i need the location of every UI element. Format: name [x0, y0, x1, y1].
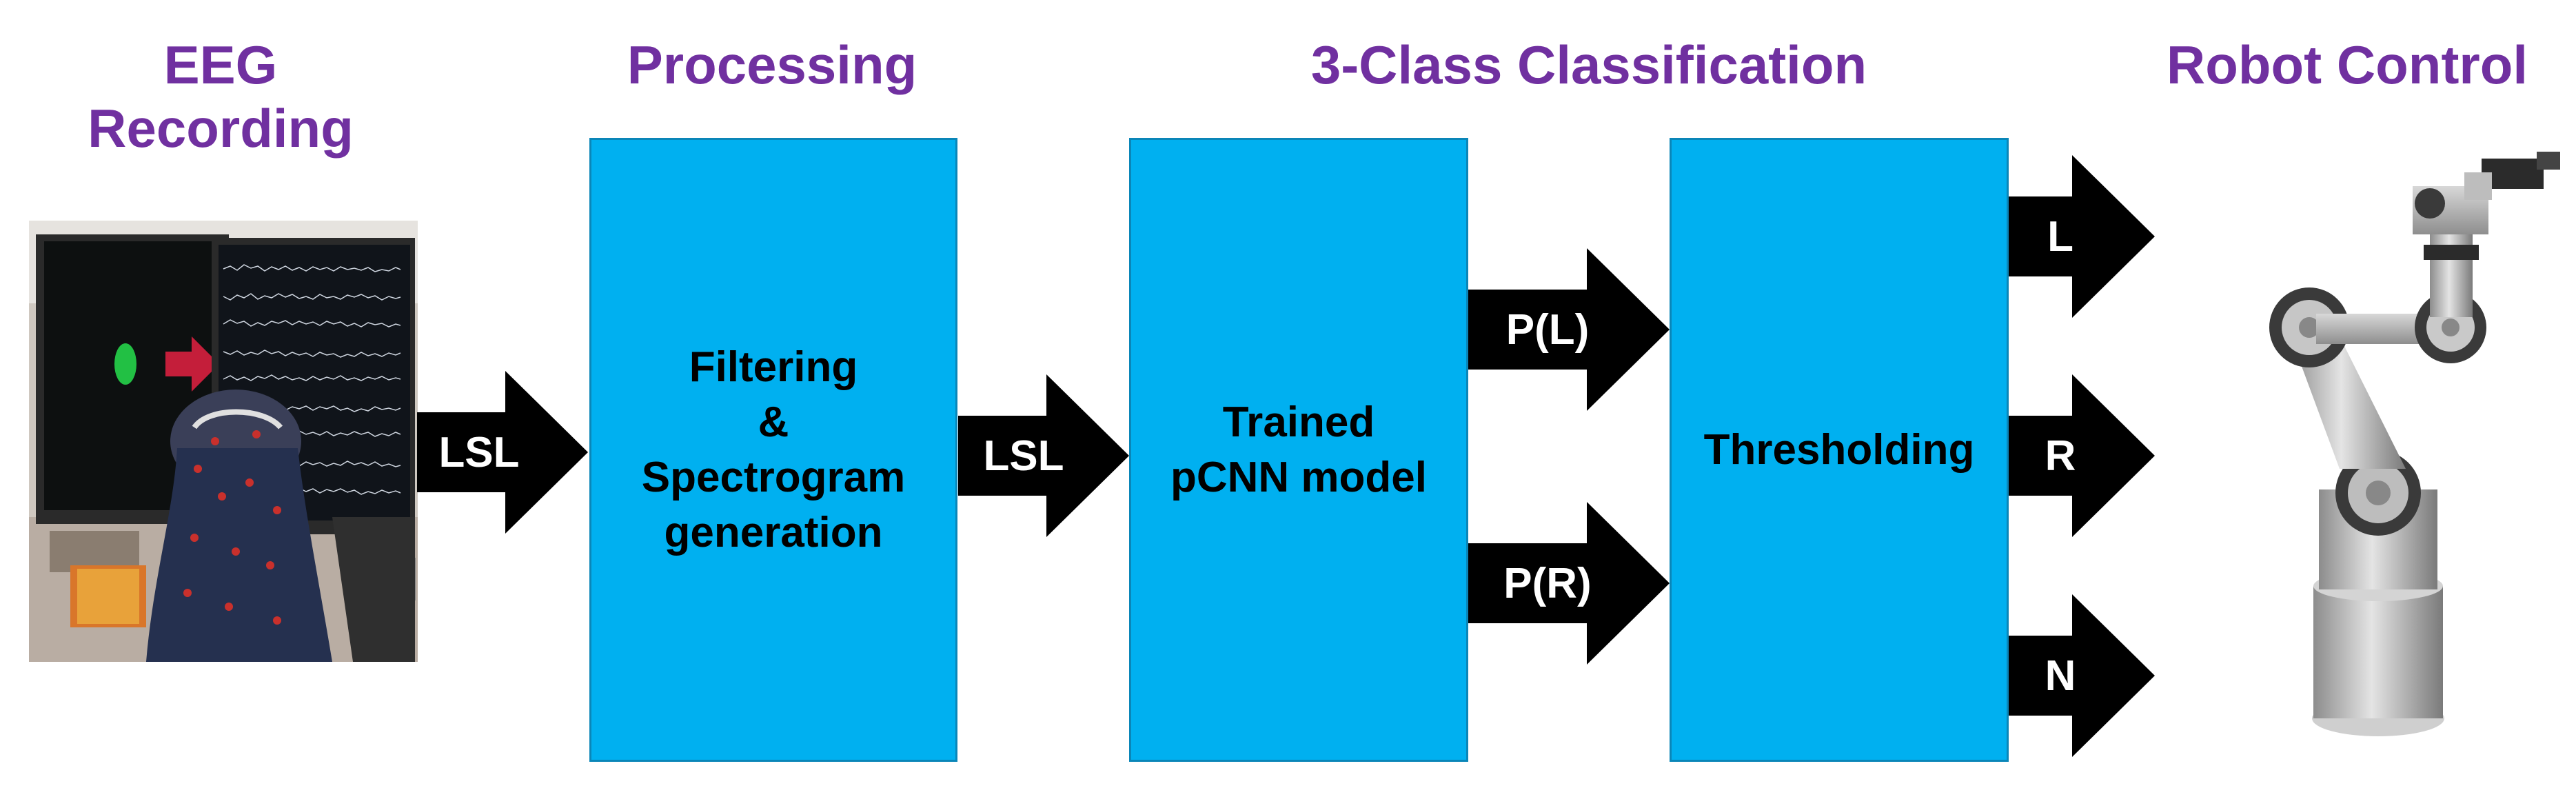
arrow-output-none-label: N: [2045, 651, 2076, 700]
arrow-output-right: R: [2009, 374, 2155, 537]
model-line-1: Trained: [1222, 398, 1375, 446]
arrow-p-left-label: P(L): [1505, 305, 1590, 354]
arrow-lsl-2: LSL: [958, 374, 1129, 537]
model-line-2: pCNN model: [1170, 453, 1427, 501]
arrow-p-right: P(R): [1468, 502, 1670, 665]
processing-line-4: generation: [664, 508, 883, 556]
arrow-output-right-label: R: [2045, 432, 2076, 480]
eeg-recording-photo: [29, 221, 418, 662]
processing-line-3: Spectrogram: [641, 453, 906, 501]
trained-model-box: Trained pCNN model: [1129, 138, 1468, 762]
heading-eeg-line-1: EEG: [163, 34, 278, 95]
robot-arm-illustration: [2192, 145, 2576, 751]
arrow-p-left: P(L): [1468, 248, 1670, 411]
red-arrow-cue: [165, 336, 219, 392]
heading-robot-control: Robot Control: [2166, 34, 2528, 95]
heading-classification: 3-Class Classification: [1310, 34, 1867, 95]
arrow-p-right-label: P(R): [1503, 559, 1592, 607]
processing-box: Filtering & Spectrogram generation: [589, 138, 957, 762]
green-dot: [114, 343, 136, 385]
arrow-lsl-1-label: LSL: [438, 428, 520, 476]
arrow-output-none: N: [2009, 594, 2155, 757]
arrow-output-left-label: L: [2047, 212, 2073, 261]
heading-eeg-line-2: Recording: [88, 98, 354, 159]
processing-line-2: &: [758, 398, 789, 446]
heading-eeg-recording: EEG Recording: [48, 33, 393, 160]
arrow-lsl-1: LSL: [417, 371, 588, 534]
processing-line-1: Filtering: [689, 343, 858, 391]
thresholding-box: Thresholding: [1670, 138, 2009, 762]
arrow-lsl-2-label: LSL: [983, 432, 1064, 480]
thresholding-label: Thresholding: [1703, 425, 1975, 474]
arrow-output-left: L: [2009, 155, 2155, 318]
heading-processing: Processing: [627, 34, 917, 95]
